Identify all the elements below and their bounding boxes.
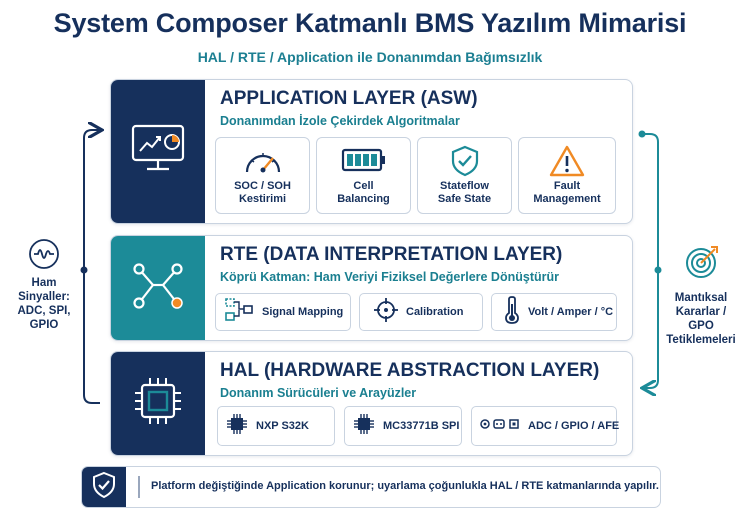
card-label: Safe State [437,193,492,205]
card-label: Management [533,193,601,205]
signal-mapping-icon [224,297,254,328]
card-label: Balancing [337,193,390,205]
hal-layer: HAL (HARDWARE ABSTRACTION LAYER) Donanım… [110,351,633,456]
card-label: SOC / SOH [234,180,291,192]
application-layer-title: APPLICATION LAYER (ASW) [220,88,478,109]
rte-item-signal-mapping: Signal Mapping [215,293,351,331]
footer-divider [138,476,140,498]
chip-icon [226,413,248,440]
application-layer-subtitle: Donanımdan İzole Çekirdek Algoritmalar [220,114,460,128]
page-subtitle: HAL / RTE / Application ile Donanımdan B… [197,49,543,65]
hal-item-label: ADC / GPIO / AFE [528,420,620,432]
chip-icon [353,413,375,440]
right-side-line: Tetiklemeleri [666,334,736,346]
right-side-line: Mantıksal [674,292,728,304]
card-fault-management: Fault Management [518,137,616,214]
battery-icon [317,144,410,176]
application-layer: APPLICATION LAYER (ASW) Donanımdan İzole… [110,79,633,224]
rte-item-label: Volt / Amper / °C [528,306,614,318]
right-flow-line [642,133,659,388]
gauge-icon [216,144,309,176]
hal-item-mc33771b: MC33771B SPI [344,406,462,446]
right-flow-dot-mid [654,266,662,274]
left-side-line: GPIO [29,319,59,331]
rte-item-label: Calibration [406,306,464,318]
rte-item-label: Signal Mapping [262,306,344,318]
left-flow-dot [80,266,88,274]
rte-item-volt-amper: Volt / Amper / °C [491,293,617,331]
right-side-line: Kararlar / [675,306,727,318]
shield-check-icon [91,471,117,504]
hal-item-label: MC33771B SPI [383,420,460,432]
hal-item-label: NXP S32K [256,420,309,432]
waveform-icon [28,238,60,275]
card-stateflow: Stateflow Safe State [417,137,512,214]
crosshair-icon [374,297,398,327]
left-side-line: Ham [31,277,57,289]
target-icon [684,244,720,285]
rte-layer-title: RTE (DATA INTERPRETATION LAYER) [220,244,563,265]
hal-item-adc-gpio-afe: ADC / GPIO / AFE [471,406,620,446]
card-cell-balancing: Cell Balancing [316,137,411,214]
footer-note: Platform değiştiğinde Application korunu… [81,466,661,508]
footer-band [82,467,126,507]
left-side-line: Sinyaller: [18,291,70,303]
rte-item-calibration: Calibration [359,293,483,331]
right-side-line: GPO [688,320,714,332]
hal-layer-band [111,352,205,455]
hal-layer-subtitle: Donanım Sürücüleri ve Arayüzler [220,386,417,400]
hal-layer-title: HAL (HARDWARE ABSTRACTION LAYER) [220,360,600,381]
io-ports-icon [480,417,520,436]
right-flow-dot-top [638,130,646,138]
thermometer-icon [504,295,520,329]
card-label: Cell [353,180,374,192]
rte-layer: RTE (DATA INTERPRETATION LAYER) Köprü Ka… [110,235,633,341]
warning-icon [519,144,615,178]
hal-item-nxp: NXP S32K [217,406,335,446]
page-title: System Composer Katmanlı BMS Yazılım Mim… [53,8,687,38]
rte-layer-band [111,236,205,340]
network-nodes-icon [131,261,185,316]
card-soc-soh: SOC / SOH Kestirimi [215,137,310,214]
monitor-chart-icon [130,123,186,180]
card-label: Stateflow [440,180,489,192]
chip-icon [132,375,184,432]
left-flow-line [83,130,100,404]
application-layer-band [111,80,205,223]
card-label: Kestirimi [238,193,287,205]
card-label: Fault [553,180,581,192]
shield-check-icon [418,144,511,178]
rte-layer-subtitle: Köprü Katman: Ham Veriyi Fiziksel Değerl… [220,270,559,284]
footer-text: Platform değiştiğinde Application korunu… [151,480,659,492]
left-side-line: ADC, SPI, [17,305,71,317]
